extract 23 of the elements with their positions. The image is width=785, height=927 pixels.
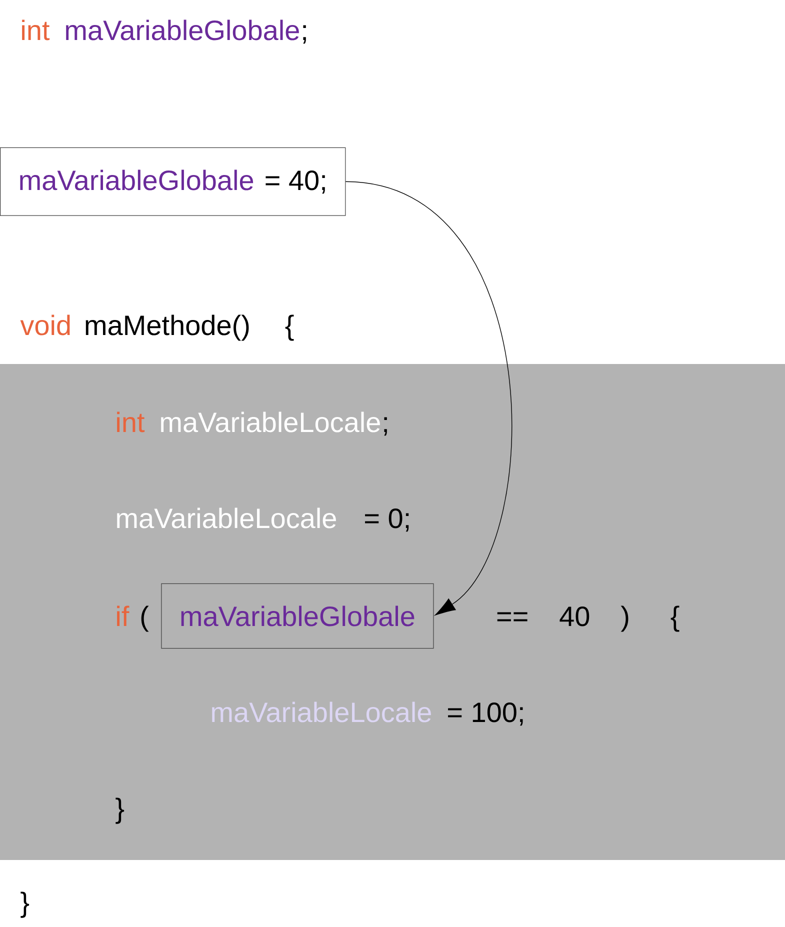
highlight-box: maVariableGlobale [161,583,434,649]
variable-name: maVariableLocale [212,702,431,722]
code-text: == [497,612,528,622]
curved-arrow [345,181,512,616]
code-text: = 0; [365,508,409,532]
keyword-text: int [117,412,145,432]
code-text: ; [303,25,306,44]
code-text: = 100; [448,702,523,726]
keyword-text: if [117,606,130,626]
code-text: ; [384,417,387,436]
code-text: { [670,606,680,632]
code-text: 40 [560,606,590,626]
code-text: } [20,892,30,918]
code-text: ) [620,606,628,632]
code-text: maMethode() [86,314,249,341]
highlight-box: maVariableGlobale = 40; [0,147,346,216]
keyword-text: void [20,314,70,336]
code-text: } [116,798,124,824]
keyword-text: int [22,20,50,40]
variable-name: maVariableLocale [161,412,380,432]
variable-name: maVariableGlobale [66,20,299,40]
code-text: { [285,314,294,341]
variable-name: maVariableLocale [117,508,336,528]
